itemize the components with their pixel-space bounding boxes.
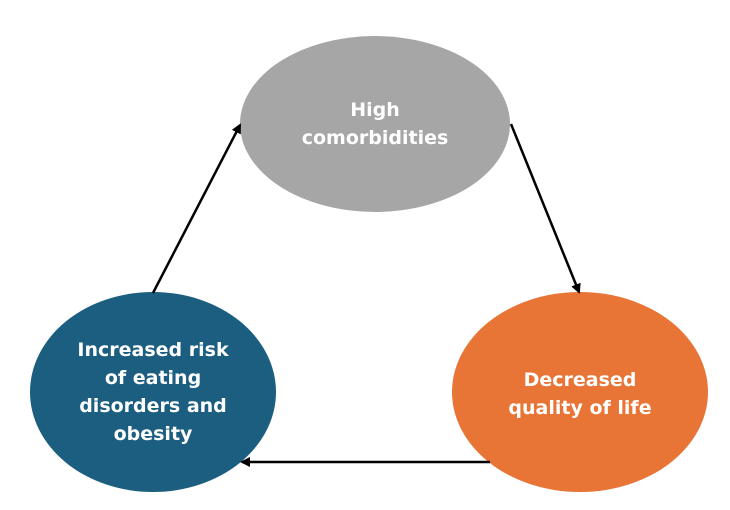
arrow-left-to-top [151, 123, 242, 294]
node-label-high-comorbidities: High comorbidities [301, 99, 449, 149]
node-label-decreased-quality-of-life: Decreased quality of life [508, 369, 652, 419]
node-increased-risk: Increased risk of eating disorders and o… [30, 292, 276, 492]
arrow-top-to-right [509, 123, 581, 294]
node-decreased-quality-of-life: Decreased quality of life [452, 292, 708, 492]
node-high-comorbidities: High comorbidities [240, 36, 510, 212]
node-label-increased-risk: Increased risk of eating disorders and o… [77, 339, 229, 445]
